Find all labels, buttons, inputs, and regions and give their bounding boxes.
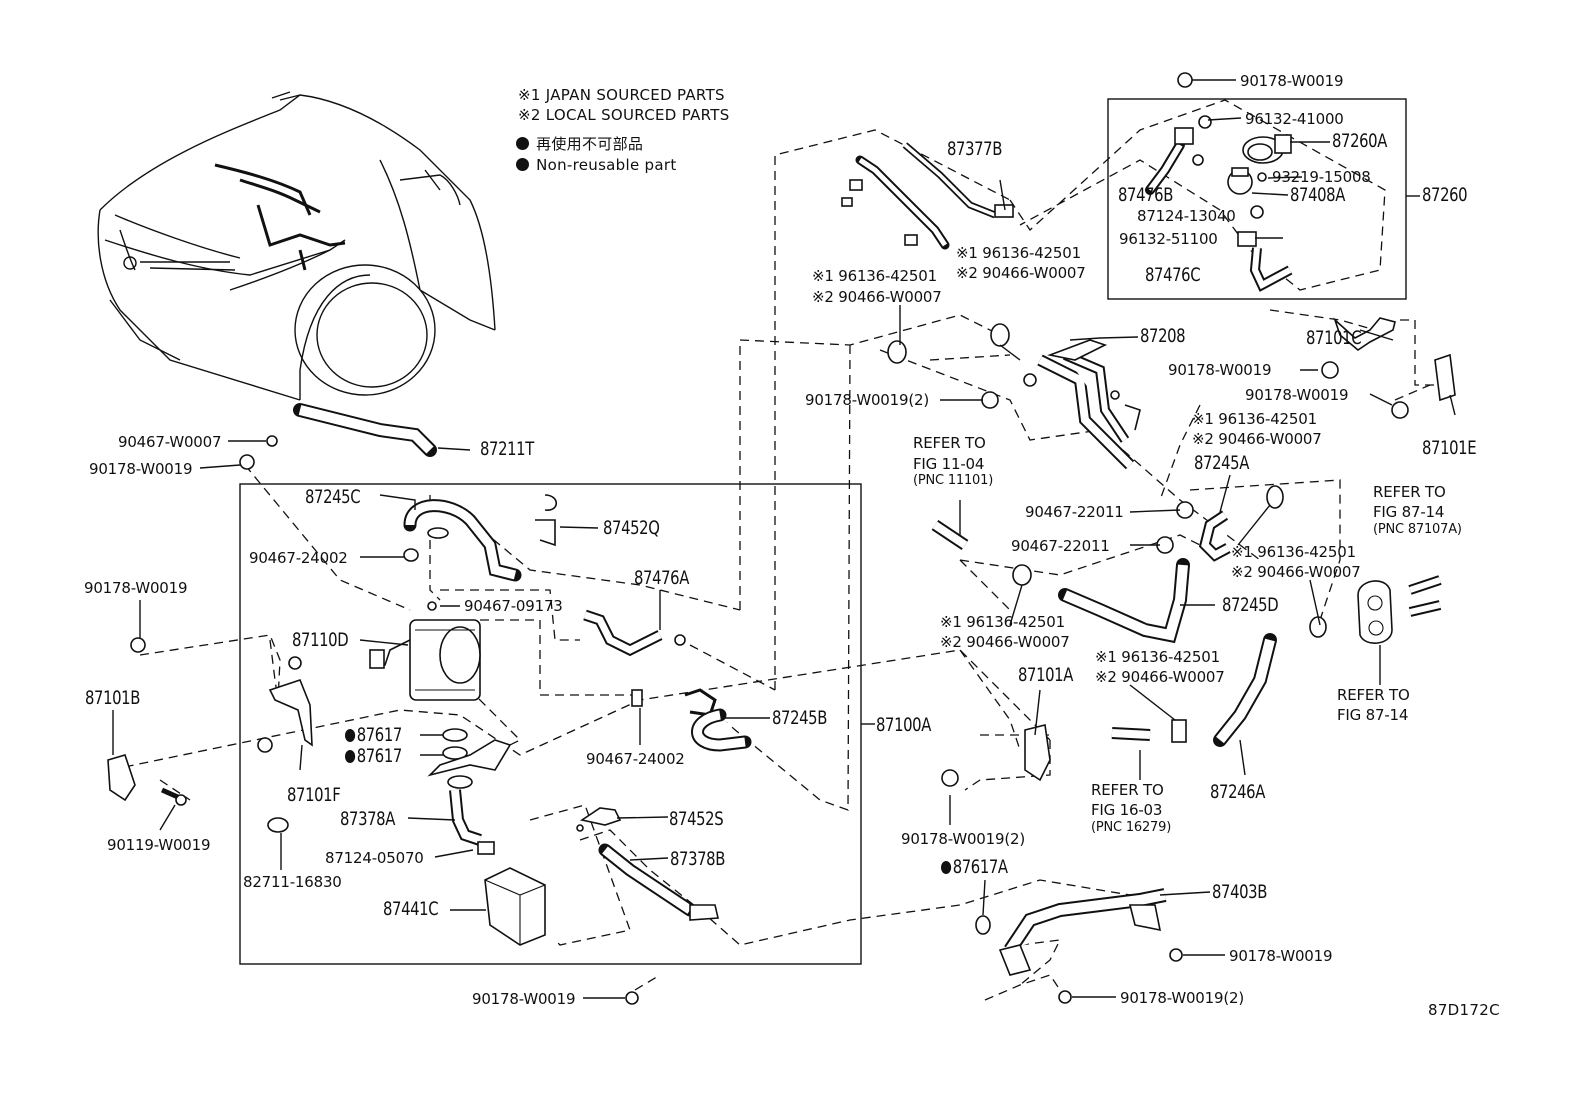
reference-label: FIG 11-04	[913, 455, 985, 473]
part-label: 87378B	[670, 848, 725, 870]
part-label: 87260A	[1332, 130, 1387, 152]
legend-text: Non-reusable part	[536, 156, 677, 174]
part-label: 87403B	[1212, 881, 1267, 903]
part-label: 90178-W0019	[1229, 947, 1333, 965]
part-label: 87100A	[876, 714, 931, 736]
part-label: 82711-16830	[243, 873, 342, 891]
part-label: 90178-W0019	[1168, 361, 1272, 379]
part-label: ※2 90466-W0007	[812, 288, 942, 306]
part-label: 90467-24002	[249, 549, 348, 567]
part-label: 93219-15008	[1272, 168, 1371, 186]
part-label: 87110D	[292, 629, 349, 651]
part-label: ※2 90466-W0007	[956, 264, 1086, 282]
part-label: ※2 90466-W0007	[1095, 668, 1225, 686]
part-label: 87408A	[1290, 184, 1345, 206]
legend-note-1: ※1 JAPAN SOURCED PARTS	[518, 86, 725, 104]
legend-note-2: ※2 LOCAL SOURCED PARTS	[518, 106, 730, 124]
filled-dot-icon	[941, 861, 952, 874]
part-label: 90178-W0019(2)	[901, 830, 1025, 848]
part-label: 90178-W0019	[472, 990, 576, 1008]
reference-label: FIG 87-14	[1337, 706, 1409, 724]
part-label: ※1 96136-42501	[1231, 543, 1356, 561]
part-label: ※2 90466-W0007	[1231, 563, 1361, 581]
figure-code: 87D172C	[1428, 1001, 1500, 1019]
part-label: 90178-W0019(2)	[805, 391, 929, 409]
part-label: 90178-W0019	[84, 579, 188, 597]
part-label: 96132-51100	[1119, 230, 1218, 248]
part-label: 87208	[1140, 325, 1186, 347]
car-illustration	[97, 91, 496, 401]
reference-label: REFER TO	[1337, 686, 1410, 704]
part-label: 87124-13040	[1137, 207, 1236, 225]
legend-nonreusable-jp: 再使用不可部品	[516, 133, 643, 154]
part-label: ※2 90466-W0007	[1192, 430, 1322, 448]
part-label-nonreusable: 87617	[345, 745, 402, 767]
reference-label: REFER TO	[1373, 483, 1446, 501]
part-label: 90467-24002	[586, 750, 685, 768]
legend-nonreusable-en: Non-reusable part	[516, 156, 677, 174]
part-label: 87101E	[1422, 437, 1477, 459]
reference-label: FIG 16-03	[1091, 801, 1163, 819]
part-label: 87101B	[85, 687, 140, 709]
part-label: 87245C	[305, 486, 361, 508]
part-label: 87101A	[1018, 664, 1073, 686]
part-number: 87617A	[952, 856, 1008, 878]
part-label: ※1 96136-42501	[1192, 410, 1317, 428]
part-label: 96132-41000	[1245, 110, 1344, 128]
part-label: 87260	[1422, 184, 1468, 206]
part-label: 87476C	[1145, 264, 1201, 286]
part-label: 90178-W0019	[1240, 72, 1344, 90]
part-label: 87246A	[1210, 781, 1265, 803]
part-label: 90178-W0019	[89, 460, 193, 478]
part-label: 90178-W0019	[1245, 386, 1349, 404]
part-label: 90467-22011	[1025, 503, 1124, 521]
reference-label: REFER TO	[1091, 781, 1164, 799]
group-box-87260	[1107, 98, 1407, 300]
part-label: 87124-05070	[325, 849, 424, 867]
part-label: 87245B	[772, 707, 827, 729]
part-number: 87617	[356, 724, 403, 746]
reference-label: (PNC 11101)	[913, 473, 994, 488]
part-label: 87245A	[1194, 452, 1249, 474]
part-label: ※1 96136-42501	[812, 267, 937, 285]
part-label: 87101C	[1306, 327, 1362, 349]
parts-shapes	[107, 72, 1456, 1005]
filled-dot-icon	[516, 158, 529, 171]
part-label: 87245D	[1222, 594, 1279, 616]
part-label: 87377B	[947, 138, 1002, 160]
reference-label: REFER TO	[913, 434, 986, 452]
part-label: ※1 96136-42501	[956, 244, 1081, 262]
part-label: ※1 96136-42501	[940, 613, 1065, 631]
part-label: 87378A	[340, 808, 395, 830]
part-label: 87211T	[480, 438, 534, 460]
part-label: 87101F	[287, 784, 341, 806]
part-label: ※1 96136-42501	[1095, 648, 1220, 666]
filled-dot-icon	[345, 750, 356, 763]
filled-dot-icon	[516, 137, 529, 150]
part-label: 90467-W0007	[118, 433, 222, 451]
part-label-nonreusable: 87617A	[941, 856, 1008, 878]
reference-label: (PNC 16279)	[1091, 820, 1172, 835]
part-label-nonreusable: 87617	[345, 724, 402, 746]
part-label: 90467-09173	[464, 597, 563, 615]
leader-lines	[112, 79, 1456, 999]
part-label: 87441C	[383, 898, 439, 920]
part-number: 87617	[356, 745, 403, 767]
reference-label: (PNC 87107A)	[1373, 522, 1462, 537]
part-label: ※2 90466-W0007	[940, 633, 1070, 651]
reference-label: FIG 87-14	[1373, 503, 1445, 521]
part-label: 87476B	[1118, 184, 1173, 206]
legend-text: 再使用不可部品	[536, 135, 644, 153]
part-label: 90467-22011	[1011, 537, 1110, 555]
filled-dot-icon	[345, 729, 356, 742]
part-label: 90178-W0019(2)	[1120, 989, 1244, 1007]
part-label: 87452Q	[603, 517, 660, 539]
part-label: 90119-W0019	[107, 836, 211, 854]
part-label: 87452S	[669, 808, 724, 830]
part-label: 87476A	[634, 567, 689, 589]
